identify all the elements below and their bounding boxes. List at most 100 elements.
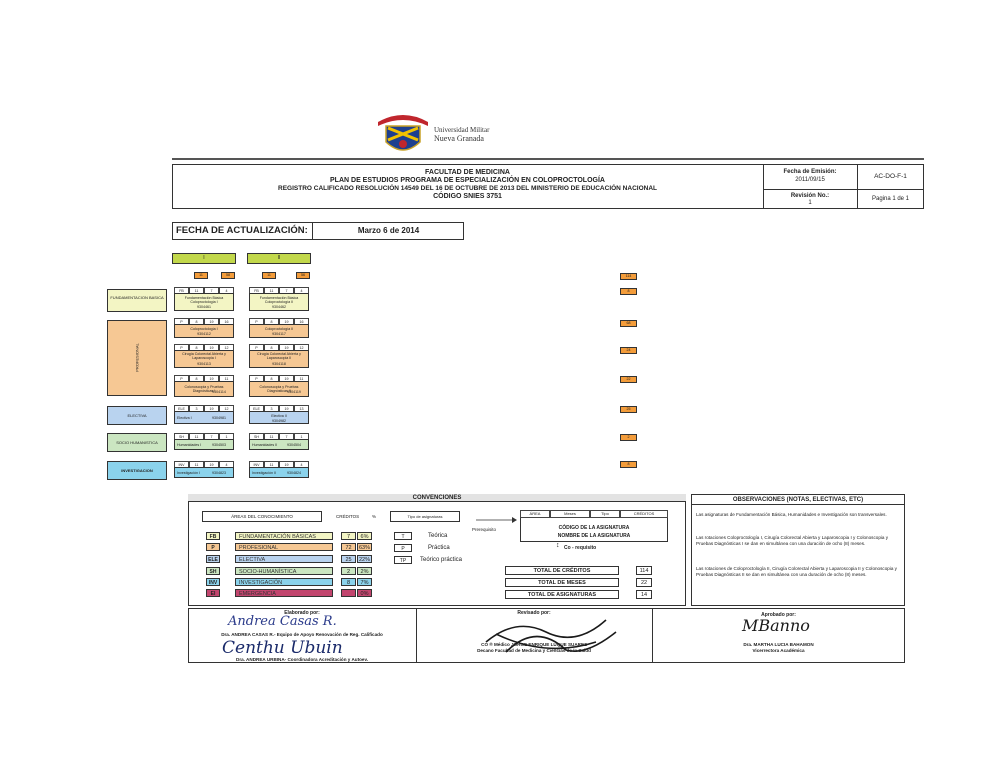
legend-credits: 8 <box>341 578 356 586</box>
header-line2: PLAN DE ESTUDIOS PROGRAMA DE ESPECIALIZA… <box>330 177 605 184</box>
course-name: Humanidades I <box>177 443 202 447</box>
legend-code: P <box>206 543 220 551</box>
revisado-2: Decano Facultad de Medicina y Ciencias d… <box>477 648 591 653</box>
header-line1: FACULTAD DE MEDICINA <box>425 169 510 176</box>
course-name: Investigación II <box>252 471 276 475</box>
course-body <box>174 439 234 450</box>
observaciones-p1: Las asignaturas de Fundamentación Básica… <box>696 512 887 517</box>
totals-value-box <box>636 578 652 587</box>
course-name: Colonoscopia y Pruebas Diagnósticas I <box>184 385 224 393</box>
total-value: 2 <box>627 435 630 439</box>
course-name: Electiva I <box>177 416 192 420</box>
semester-1-months <box>194 272 208 279</box>
semester-2-credits-value: 56 <box>301 273 305 277</box>
course-body <box>249 324 309 338</box>
tipo-name: Teórica <box>428 533 448 539</box>
course-body <box>249 411 309 424</box>
legend-pct: 63% <box>357 543 372 551</box>
header-box <box>172 164 924 209</box>
key-col: ÁREA <box>520 510 550 518</box>
area-fb <box>107 289 167 312</box>
observaciones-p3: Las rotaciones de Coloproctología II, Ci… <box>696 566 897 577</box>
revisado-signature-drawing <box>485 619 617 653</box>
key-name: NOMBRE DE LA ASIGNATURA <box>557 533 631 539</box>
totals-row <box>505 590 619 599</box>
legend-pct: 0% <box>357 589 372 597</box>
course-code: 9304117 <box>272 332 286 336</box>
elaborado-label: Elaborado por: <box>284 610 320 616</box>
course-body <box>174 350 234 368</box>
header-rule <box>172 158 924 160</box>
course-body <box>174 467 234 478</box>
totals-label: TOTAL DE ASIGNATURAS <box>527 592 597 598</box>
total-box <box>620 434 637 441</box>
course-code: 9304824 <box>287 471 301 475</box>
course-code: 9304118 <box>272 362 286 366</box>
revision-value: 1 <box>808 200 812 206</box>
area-sh <box>107 433 167 452</box>
total-box <box>620 406 637 413</box>
key-col: Tipo <box>590 510 620 518</box>
area-inv <box>107 461 167 480</box>
totals-value: 22 <box>640 580 648 586</box>
semester-1-header <box>172 253 236 264</box>
legend-name: FUNDAMENTACIÓN BÁSICAS <box>235 532 333 540</box>
course-name: Cirugía Colorectal Abierta y Laparoscopi… <box>257 352 301 360</box>
elaborado-signature: Andrea Casas R. <box>228 614 337 629</box>
total-box <box>620 288 637 295</box>
legend-code: INV <box>206 578 220 586</box>
key-col: Meses <box>550 510 590 518</box>
aprobado-2: Vicerrectora Académica <box>752 648 805 653</box>
legend-code: EI <box>206 589 220 597</box>
course-code: 9304114 <box>212 390 226 394</box>
course-name: Colonoscopia y Pruebas Diagnósticas II <box>259 385 299 393</box>
course-name: Coloproctología II <box>264 327 294 331</box>
semester-1-months-value: 11 <box>199 273 203 277</box>
totals-value: 114 <box>639 568 649 574</box>
course-code: 9304112 <box>197 332 211 336</box>
total-value: 68 <box>626 321 631 325</box>
course-code: 9304461 <box>197 305 211 309</box>
aprobado-label: Aprobado por: <box>761 612 796 618</box>
pct-header: % <box>372 514 377 519</box>
key-col: CRÉDITOS <box>620 510 668 518</box>
course-body <box>174 293 234 311</box>
area-ele <box>107 406 167 425</box>
header-line4: CÓDIGO SNIES 3751 <box>433 193 502 200</box>
fecha-emision-value: 2011/09/15 <box>795 177 825 183</box>
signatures-divider <box>652 608 653 663</box>
semester-2-credits <box>296 272 310 279</box>
observaciones-title: OBSERVACIONES (NOTAS, ELECTIVAS, ETC) <box>732 497 864 503</box>
header-line3: REGISTRO CALIFICADO RESOLUCIÓN 14549 DEL… <box>278 185 657 192</box>
total-value: 22 <box>626 377 631 381</box>
legend-pct: 7% <box>357 578 372 586</box>
logo-line1: Universidad Militar <box>434 126 490 134</box>
course-code: 9304113 <box>197 362 211 366</box>
area-p <box>107 320 167 396</box>
aprobado-signature: MBanno <box>742 616 810 635</box>
course-code: 9304503 <box>212 443 226 447</box>
course-body <box>249 293 309 311</box>
course-body <box>249 439 309 450</box>
semester-2-months-value: 11 <box>267 273 271 277</box>
legend-name: EMERGENCIA <box>235 589 333 597</box>
key-code: CÓDIGO DE LA ASIGNATURA <box>558 525 630 531</box>
area-sh-label: SOCIO HUMANISTICA <box>116 440 158 445</box>
totals-value-box <box>636 590 652 599</box>
revisado-1: CO ® Médico JORGE ENRIQUE LUQUE SUAREZ <box>481 642 587 647</box>
prerequisito-label: Prerequisito <box>472 527 497 532</box>
tipo-code: TP <box>394 556 412 564</box>
legend-credits: 72 <box>341 543 356 551</box>
update-divider <box>312 222 313 240</box>
revision-label: Revisión No.: <box>790 193 830 199</box>
university-crest-logo <box>378 115 428 151</box>
course-body <box>174 324 234 338</box>
elaborado-signature-2: Centhu Ubuin <box>222 638 343 658</box>
course-name: Humanidades II <box>252 443 278 447</box>
prerequisito-arrow <box>476 517 517 523</box>
total-box <box>620 347 637 354</box>
totals-value: 14 <box>640 592 648 598</box>
tipo-code: P <box>394 544 412 552</box>
course-code: 9304982 <box>272 419 286 423</box>
